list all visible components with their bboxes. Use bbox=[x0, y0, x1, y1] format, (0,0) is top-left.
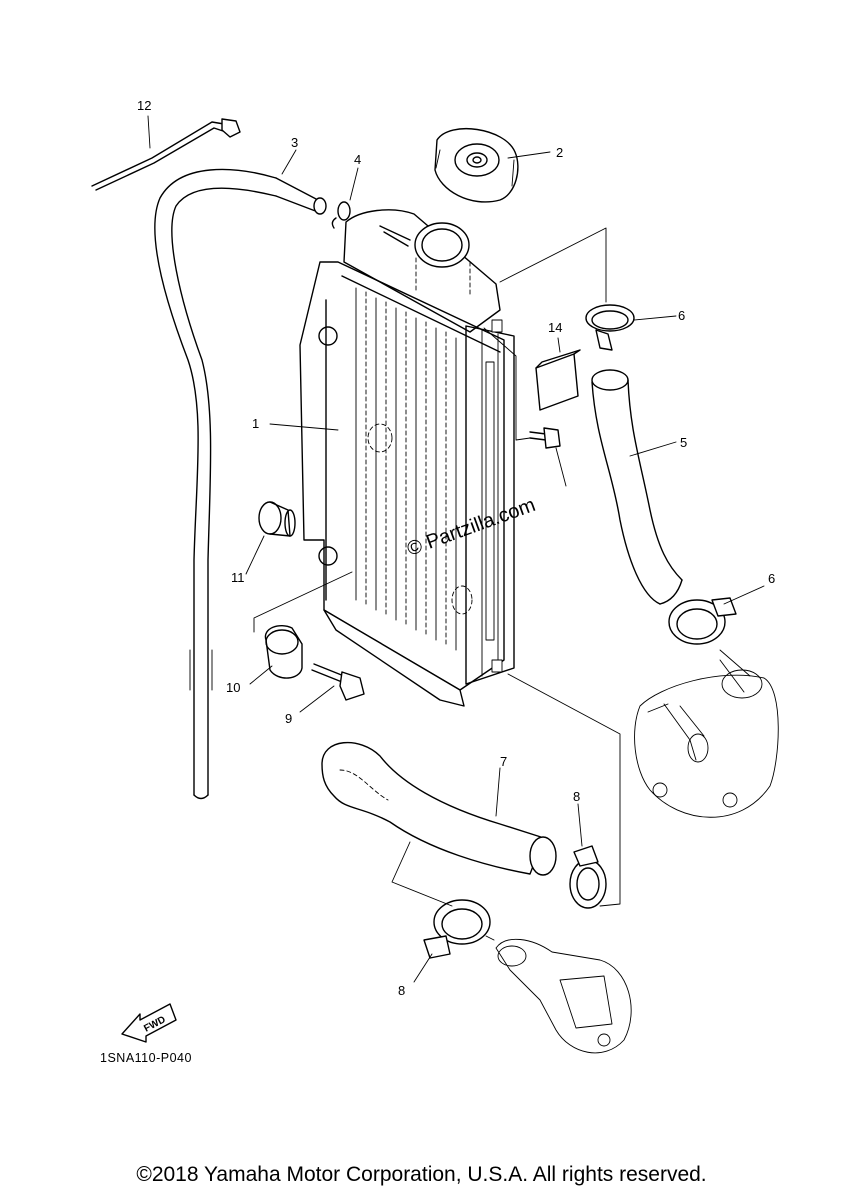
label-plate bbox=[535, 349, 581, 411]
fwd-arrow: FWD bbox=[121, 1003, 177, 1043]
overflow-tube bbox=[91, 118, 241, 191]
radiator-hose-long bbox=[154, 168, 327, 800]
part-number-12: 12 bbox=[137, 98, 151, 113]
collar bbox=[264, 624, 303, 679]
part-number-3: 3 bbox=[291, 135, 298, 150]
part-number-9: 9 bbox=[285, 711, 292, 726]
part-number-1: 1 bbox=[252, 416, 259, 431]
part-number-4: 4 bbox=[354, 152, 361, 167]
part-number-8b: 8 bbox=[398, 983, 405, 998]
radiator-hose-upper bbox=[591, 369, 683, 605]
watermark: © Partzilla.com bbox=[404, 494, 538, 561]
radiator-hose-lower bbox=[321, 741, 557, 876]
part-labels: 12 3 4 2 6 14 1 5 11 6 10 9 7 8 8 bbox=[137, 98, 775, 998]
bolt-small bbox=[529, 427, 561, 449]
hose-clamp-lower bbox=[668, 597, 737, 645]
hose-clip bbox=[331, 201, 351, 229]
part-number-2: 2 bbox=[556, 145, 563, 160]
part-number-11: 11 bbox=[231, 570, 245, 585]
grommet bbox=[258, 501, 296, 537]
hose-clamp-left bbox=[423, 899, 491, 959]
part-number-8: 8 bbox=[573, 789, 580, 804]
bolt-9 bbox=[311, 663, 365, 701]
part-number-6b: 6 bbox=[768, 571, 775, 586]
leader-lines bbox=[147, 115, 765, 983]
radiator-cap bbox=[434, 128, 519, 203]
hose-clamp-upper bbox=[585, 304, 635, 351]
part-number-14: 14 bbox=[548, 320, 562, 335]
hose-clamp-right bbox=[569, 845, 607, 909]
radiator bbox=[299, 209, 515, 707]
copyright-notice: ©2018 Yamaha Motor Corporation, U.S.A. A… bbox=[136, 1163, 707, 1186]
part-number-5: 5 bbox=[680, 435, 687, 450]
part-number-10: 10 bbox=[226, 680, 240, 695]
water-pump-cover bbox=[495, 938, 632, 1054]
cylinder-head bbox=[634, 659, 779, 818]
part-number-6: 6 bbox=[678, 308, 685, 323]
part-number-7: 7 bbox=[500, 754, 507, 769]
diagram-code: 1SNA110-P040 bbox=[100, 1051, 192, 1065]
